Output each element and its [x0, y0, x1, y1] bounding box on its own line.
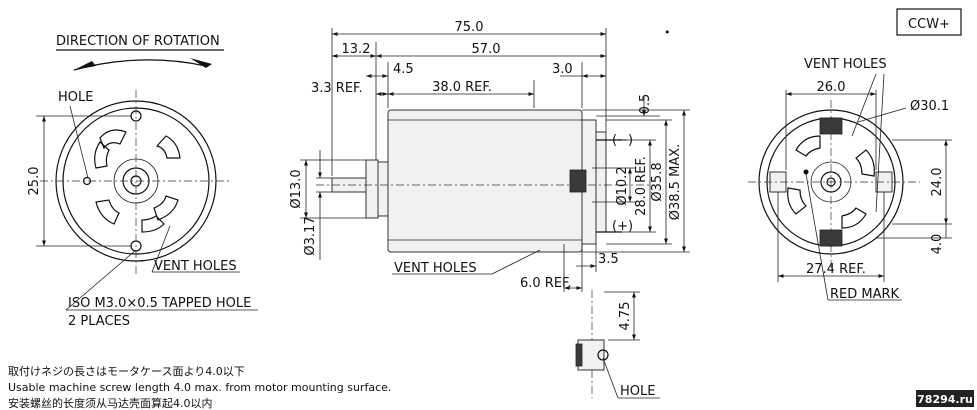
- terminal-hole: [597, 349, 609, 361]
- dim-4-5: 4.5: [393, 62, 414, 77]
- dim-38-5-max: Ø38.5 MAX.: [668, 144, 683, 220]
- hole-leader: [69, 105, 89, 179]
- rotation-arrow-icon: [74, 61, 96, 70]
- note-japanese: 取付けネジの長さはモータケース面より4.0以下: [8, 365, 245, 378]
- end-cap-rim: [595, 131, 607, 233]
- dim-28-ref: 28.0 REF.: [634, 156, 649, 216]
- direction-of-rotation-label: DIRECTION OF ROTATION: [56, 34, 220, 49]
- red-mark-dot: [803, 169, 809, 175]
- dim-3-5: 3.5: [598, 252, 619, 267]
- dim-4: 4.0: [930, 234, 945, 255]
- terminal-minus-label: (−): [612, 133, 633, 148]
- dim-13-2: 13.2: [342, 42, 371, 57]
- notes: 取付けネジの長さはモータケース面より4.0以下 Usable machine s…: [8, 365, 391, 410]
- terminal-clip: [575, 343, 583, 367]
- left-vent-label: VENT HOLES: [154, 259, 237, 274]
- dim-25: 25.0: [27, 167, 42, 196]
- places-label: 2 PLACES: [68, 314, 130, 329]
- dim301-leader: [857, 107, 907, 123]
- side-vent-leader: [491, 249, 541, 275]
- terminal-hole-leader: [602, 357, 619, 399]
- tapped-hole-label: ISO M3.0×0.5 TAPPED HOLE: [68, 296, 251, 311]
- red-mark-leader: [805, 173, 829, 301]
- dim-13: Ø13.0: [289, 169, 304, 208]
- ccw-badge: CCW+: [896, 8, 962, 36]
- right-vent-slots: [787, 135, 875, 229]
- rear-bushing: [569, 169, 587, 193]
- dim-35-8: Ø35.8: [650, 162, 665, 201]
- dim-10-2: Ø10.2: [615, 166, 630, 205]
- dim-3-17: Ø3.17: [303, 216, 318, 255]
- right-end-view: VENT HOLES 26.0 Ø30.1 24.0 4.0 27.4 REF.…: [748, 57, 952, 302]
- dot-mark: •: [664, 26, 671, 39]
- right-vent-leader-b: [875, 73, 885, 213]
- dim-30-1: Ø30.1: [910, 99, 949, 114]
- dim-26: 26.0: [817, 80, 846, 95]
- dim-4-75: 4.75: [618, 302, 633, 331]
- dim-3-0: 3.0: [552, 62, 573, 77]
- note-chinese: 安装螺丝的长度须从马达壳面算起4.0以内: [8, 396, 213, 410]
- side-view: 75.0 13.2 57.0 4.5 3.0 3.3 REF. 38.0 REF…: [289, 20, 690, 399]
- ccw-label: CCW+: [908, 17, 950, 32]
- dim-6-ref: 6.0 REF.: [520, 276, 572, 291]
- note-english: Usable machine screw length 4.0 max. fro…: [8, 381, 391, 394]
- dim-24: 24.0: [930, 168, 945, 197]
- terminal-plus-label: (+): [612, 219, 633, 234]
- watermark: 78294.ru: [916, 390, 974, 407]
- terminal-hole-label: HOLE: [620, 384, 655, 399]
- motor-can: [387, 109, 583, 253]
- dim-75: 75.0: [455, 20, 484, 35]
- side-vent-label: VENT HOLES: [394, 261, 477, 276]
- dim-38-ref: 38.0 REF.: [432, 80, 492, 95]
- dim-3-3-ref: 3.3 REF.: [311, 81, 363, 96]
- right-vent-leader-a: [851, 73, 877, 137]
- right-vent-label: VENT HOLES: [804, 57, 887, 72]
- dim-0-5: 0.5: [638, 94, 653, 115]
- tapped-leader: [65, 249, 137, 311]
- vent-leader-left: [151, 225, 171, 273]
- left-vent-slots: [94, 129, 181, 233]
- left-end-view: DIRECTION OF ROTATION HOLE: [27, 34, 258, 329]
- rotation-arrow-tail-icon: [190, 58, 212, 68]
- watermark-text: 78294.ru: [917, 393, 973, 406]
- dim-27-4-ref: 27.4 REF.: [806, 262, 866, 277]
- dim-57: 57.0: [472, 42, 501, 57]
- front-boss: [365, 159, 379, 219]
- red-mark-label: RED MARK: [830, 287, 900, 302]
- hole-label: HOLE: [58, 90, 93, 105]
